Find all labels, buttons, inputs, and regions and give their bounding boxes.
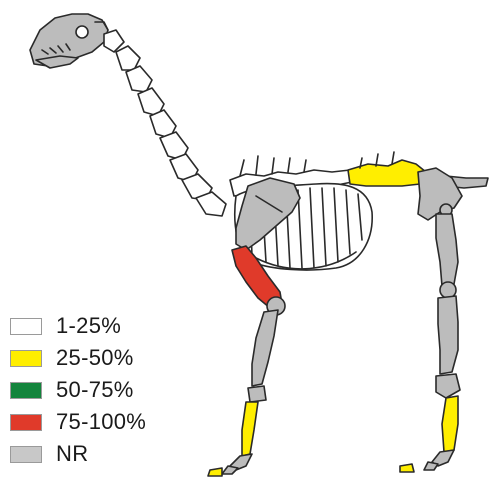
hind-phalanges: [400, 450, 454, 472]
legend-item-75-100: 75-100%: [10, 408, 146, 436]
legend-item-50-75: 50-75%: [10, 376, 134, 404]
legend-label: NR: [56, 441, 88, 467]
legend-label: 1-25%: [56, 313, 121, 339]
legend-label: 75-100%: [56, 409, 146, 435]
pelvis: [418, 168, 462, 220]
neck-vertebrae: [104, 30, 226, 216]
legend-item-25-50: 25-50%: [10, 344, 134, 372]
legend-swatch: [10, 318, 42, 335]
legend-label: 25-50%: [56, 345, 134, 371]
legend-swatch: [10, 350, 42, 367]
legend-swatch: [10, 382, 42, 399]
front-leg-lower: [248, 297, 285, 402]
legend: 1-25% 25-50% 50-75% 75-100% NR: [10, 312, 190, 477]
front-metacarpal: [242, 402, 258, 456]
front-phalanges: [208, 454, 252, 476]
legend-swatch: [10, 446, 42, 463]
legend-item-1-25: 1-25%: [10, 312, 121, 340]
lumbar-sacral-vertebrae: [348, 152, 426, 186]
skull: [30, 14, 108, 68]
legend-swatch: [10, 414, 42, 431]
hind-leg-upper: [436, 214, 460, 398]
legend-label: 50-75%: [56, 377, 134, 403]
legend-item-nr: NR: [10, 440, 88, 468]
hind-metatarsal: [442, 396, 458, 452]
